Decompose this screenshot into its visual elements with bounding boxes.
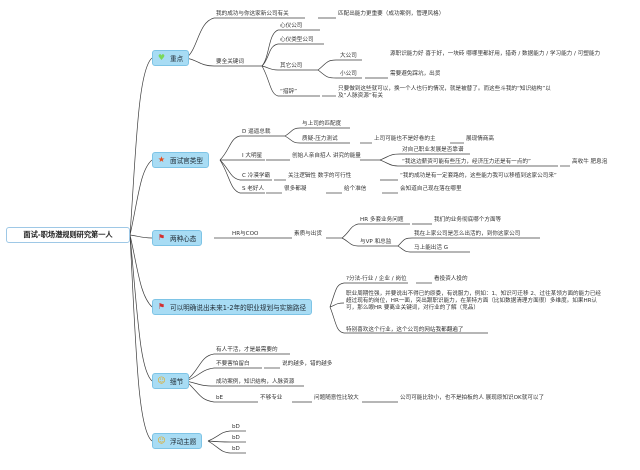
node[interactable]: 看投资人投的 [434,276,468,282]
node[interactable]: 高收牛 肥息泡 [572,159,608,165]
node[interactable]: 很多都凝 [284,186,307,192]
category-fudong-zhuti[interactable]: ☺ 浮动主题 [152,433,203,449]
category-label: 面试官类型 [170,157,203,165]
smiley-icon: ☺ [157,376,166,385]
node[interactable]: HR与COO [232,231,259,237]
node[interactable]: 心仪公司 [280,23,303,29]
node[interactable]: 有人干活，才是最需要的 [216,347,278,353]
category-zhongdian[interactable]: ♥ 重点 [152,50,190,66]
node[interactable]: 素质与出货 [294,231,322,237]
root-topic[interactable]: 面试-职场潜规则研究第一人 [6,227,130,243]
node[interactable]: “我这边薪资可能有些压力，经济压力还是有一点的” [402,159,531,165]
node[interactable]: 我的成功与你这家新公司有关 [216,11,289,17]
category-label: 细节 [170,378,184,386]
node[interactable]: I 大明星 [242,153,263,159]
category-label: 重点 [170,55,184,63]
node[interactable]: 我们的业务彻底哪个方面等 [434,217,502,223]
node[interactable]: 会知道自己现在落在哪里 [400,186,462,192]
node[interactable]: 特别喜欢这个行业，这个公司的网站我都翻遍了 [346,327,464,333]
node[interactable]: 上司可能也不是好卷的主 [374,136,436,142]
heart-icon: ♥ [157,53,166,62]
node[interactable]: 不要害怕留白 [216,361,250,367]
node[interactable]: bD [232,435,240,441]
node[interactable]: 我在上家公司是怎么出活的，到你这家公司 [414,231,521,237]
category-xijie[interactable]: ☺ 细节 [152,373,190,389]
node[interactable]: 与上司的匹配度 [302,121,342,127]
node[interactable]: 不够专业 [260,395,283,401]
node[interactable]: 展现情商高 [466,136,494,142]
category-zhiye-guihua[interactable]: ⚑ 可以明确说出未来1-2年的职业规划与实施路径 [152,299,313,315]
category-mianshiguan[interactable]: ★ 面试官类型 [152,152,209,168]
category-label: 可以明确说出未来1-2年的职业规划与实施路径 [170,304,307,312]
node[interactable]: “我的成功是有一定套路的，这些能力我可以移植到这家公司来” [400,173,557,179]
flag-icon: ⚑ [157,302,166,311]
node[interactable]: bE [216,395,224,401]
node[interactable]: 其它公司 [280,63,303,69]
node[interactable]: bD [232,424,240,430]
node[interactable]: 给个准信 [344,186,367,192]
node[interactable]: 马上能出活 G [414,245,449,251]
node[interactable]: 成功案例，知识结构，人脉资源 [216,379,295,385]
node[interactable]: 问题随意性比较大 [314,395,359,401]
node[interactable]: 关注逻辑性 数字的可行性 [288,173,352,179]
node[interactable]: 小公司 [340,71,357,77]
node[interactable]: HR 多套业务问题 [360,217,404,223]
smiley-icon: ☺ [157,436,166,445]
category-label: 浮动主题 [170,438,197,446]
node[interactable]: 与VP 和总监 [360,239,392,245]
node[interactable]: 说的越多，错的越多 [282,361,333,367]
node[interactable]: 大公司 [340,53,357,59]
node[interactable]: 匹配出能力更重要（成功案例，管理风格） [338,11,445,17]
node[interactable]: bD [232,446,240,452]
node[interactable]: 职业周期性强，并要说出不得已的原委，有说服力，例如：1、知识可迁移 2、过往某领… [346,291,602,311]
node[interactable]: D 逼逼总裁 [242,129,271,135]
star-icon: ★ [157,155,166,164]
node[interactable]: 公司可能比较小，也不是拍板的人 展现原知识OK就可以了 [400,395,545,401]
flag-icon: ⚑ [157,233,166,242]
node[interactable]: ?分法-行业 / 企业 / 岗位 [346,276,407,282]
node[interactable]: 心仪类型公司 [280,37,314,43]
node[interactable]: 需要避免踩坑，出货 [390,71,441,77]
node[interactable]: 要全关键词 [216,59,244,65]
node[interactable]: S 老好人 [242,186,265,192]
category-label: 两种心态 [170,235,197,243]
node[interactable]: 对自己职业发展是否靠谱 [402,147,464,153]
category-liangzhong-xintai[interactable]: ⚑ 两种心态 [152,230,203,246]
node[interactable]: 创始人亲自招人 讲究的能量 [292,153,361,159]
node[interactable]: 只要做到这些就可以，换一个人也行的情况，就是被替了。而这些斗我的“知识结构”以及… [338,86,551,99]
node[interactable]: 源职识能力好 喜于好，一块砖 哪哪里都好用，猎奇 / 数据能力 / 学习能力 /… [390,51,601,57]
node[interactable]: 质疑-压力测试 [302,136,338,142]
node[interactable]: “措辞” [280,89,297,95]
node[interactable]: C 冷漠学霸 [242,173,271,179]
